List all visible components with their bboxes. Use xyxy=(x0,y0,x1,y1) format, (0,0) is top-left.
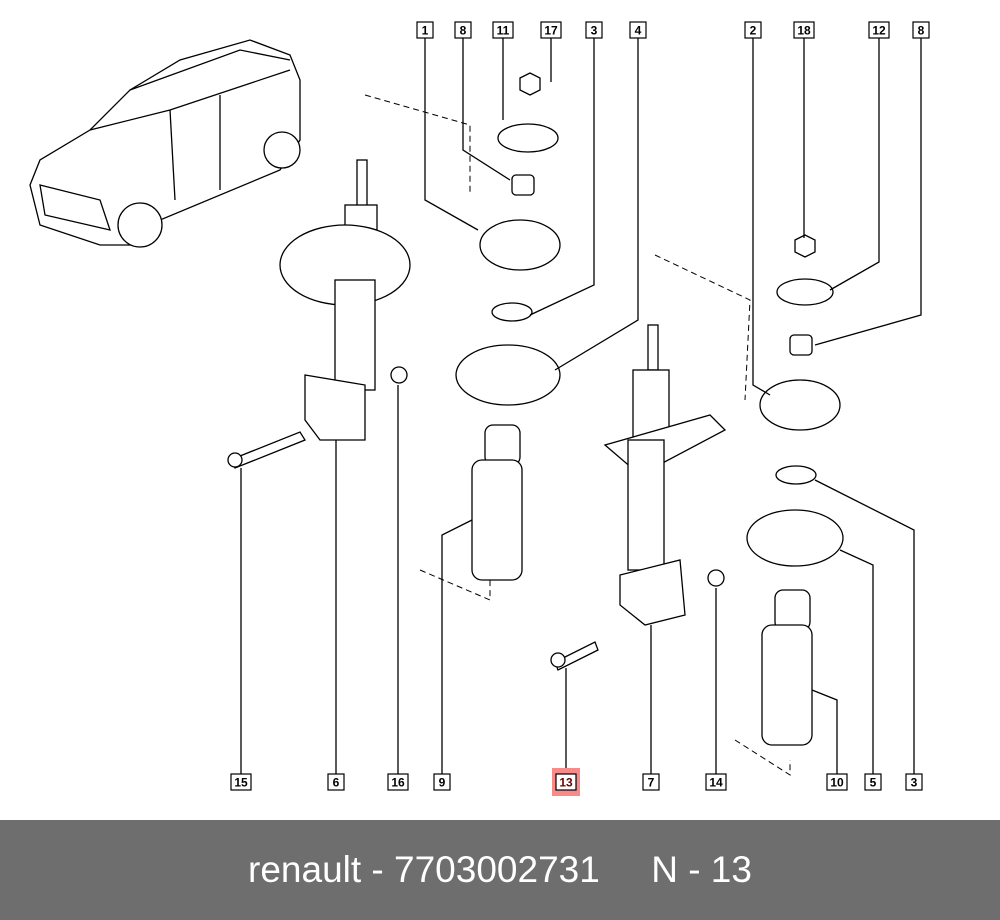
leader-line xyxy=(462,38,511,181)
svg-text:2: 2 xyxy=(750,24,757,38)
callout-label-top: 12 xyxy=(868,21,890,39)
leader-line xyxy=(814,38,922,346)
svg-text:16: 16 xyxy=(391,776,405,790)
vehicle-illustration xyxy=(29,39,301,248)
left-top-mount-stack xyxy=(455,72,561,581)
callout-label-top: 1 xyxy=(416,21,434,39)
svg-text:11: 11 xyxy=(497,24,510,38)
svg-text:8: 8 xyxy=(918,24,925,38)
callout-label-top: 8 xyxy=(912,21,930,39)
leader-line xyxy=(424,38,479,231)
svg-text:14: 14 xyxy=(709,776,723,790)
svg-text:9: 9 xyxy=(439,776,446,790)
leader-line xyxy=(829,38,880,291)
left-strut xyxy=(227,94,491,601)
callout-label-top: 18 xyxy=(793,21,815,39)
svg-text:3: 3 xyxy=(911,776,918,790)
svg-text:8: 8 xyxy=(460,24,467,38)
callout-label-top: 2 xyxy=(744,21,762,39)
leader-line xyxy=(529,38,595,316)
callout-label-bottom: 13 xyxy=(552,768,580,796)
callout-label-top: 11 xyxy=(492,21,514,39)
svg-text:13: 13 xyxy=(559,776,573,790)
leader-lines xyxy=(240,38,922,774)
leader-line xyxy=(811,689,838,774)
callout-label-bottom: 15 xyxy=(230,773,252,791)
svg-text:4: 4 xyxy=(635,24,642,38)
svg-text:10: 10 xyxy=(830,776,844,790)
callout-label-bottom: 7 xyxy=(642,773,660,791)
callout-label-bottom: 6 xyxy=(327,773,345,791)
callout-label-bottom: 3 xyxy=(905,773,923,791)
svg-text:3: 3 xyxy=(591,24,598,38)
svg-text:17: 17 xyxy=(544,24,558,38)
callout-label-bottom: 14 xyxy=(705,773,727,791)
right-strut xyxy=(550,254,791,776)
callout-label-bottom: 9 xyxy=(433,773,451,791)
callout-label-top: 4 xyxy=(629,21,647,39)
footer-caption: renault - 7703002731 N - 13 xyxy=(0,820,1000,920)
leader-line xyxy=(814,479,915,774)
svg-text:7: 7 xyxy=(648,776,655,790)
svg-text:12: 12 xyxy=(872,24,886,38)
svg-text:5: 5 xyxy=(870,776,877,790)
callout-label-bottom: 10 xyxy=(826,773,848,791)
callout-label-top: 17 xyxy=(540,21,562,39)
leader-line xyxy=(554,38,639,371)
callout-label-bottom: 16 xyxy=(387,773,409,791)
leader-line xyxy=(752,38,771,396)
svg-text:15: 15 xyxy=(234,776,248,790)
svg-text:18: 18 xyxy=(797,24,811,38)
callout-label-top: 8 xyxy=(454,21,472,39)
right-top-mount-stack xyxy=(746,234,844,746)
leader-line xyxy=(839,549,874,774)
callout-label-bottom: 5 xyxy=(864,773,882,791)
leader-line xyxy=(441,519,473,774)
callout-label-top: 3 xyxy=(585,21,603,39)
svg-text:1: 1 xyxy=(422,24,429,38)
svg-text:6: 6 xyxy=(333,776,340,790)
